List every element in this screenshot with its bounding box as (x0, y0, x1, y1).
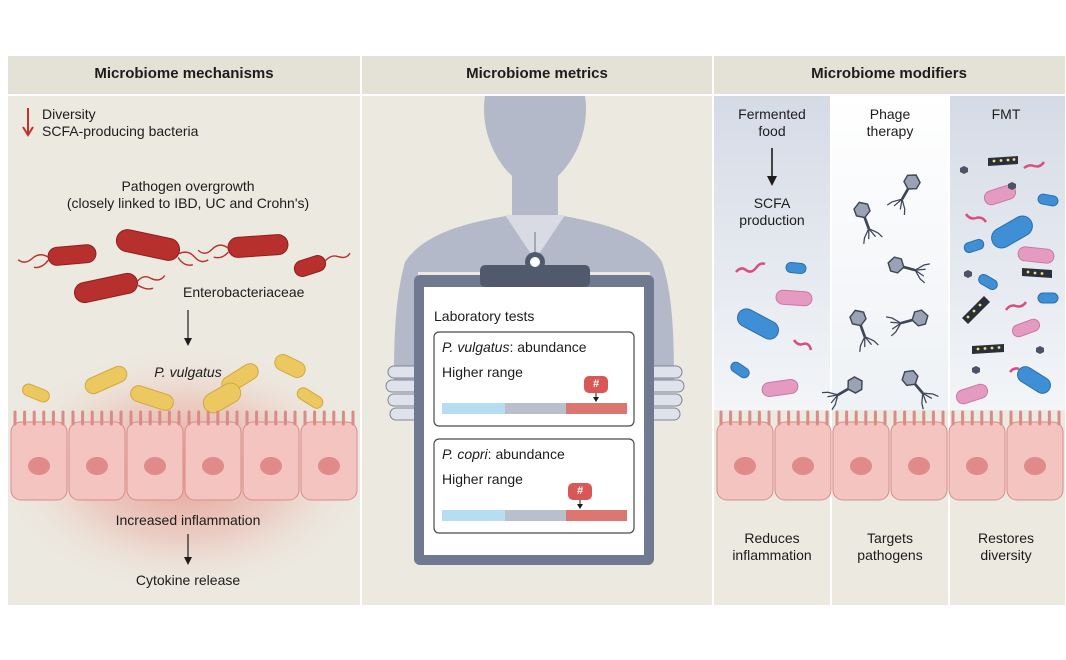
phage-therapy-label-2: therapy (866, 123, 914, 139)
pathogen-overgrowth-label: Pathogen overgrowth (121, 178, 255, 194)
enterobacteriaceae-label: Enterobacteriaceae (183, 284, 305, 300)
targets-pathogens-label-1: Targets (867, 530, 913, 546)
card1-marker: # (584, 376, 608, 393)
cell-nucleus (850, 457, 872, 475)
cell-nucleus (1024, 457, 1046, 475)
pathogen-link-label: (closely linked to IBD, UC and Crohn's) (66, 195, 310, 211)
fermented-food-label-1: Fermented (738, 106, 806, 122)
scfa-bacteria-label: SCFA-producing bacteria (42, 123, 199, 139)
cell-nucleus (28, 457, 50, 475)
card2-title: P. copri: abundance (442, 446, 565, 462)
cell-nucleus (792, 457, 814, 475)
restores-diversity-label-2: diversity (980, 547, 1032, 563)
scfa-production-label-1: SCFA (753, 195, 791, 211)
inflammation-label: Increased inflammation (115, 512, 261, 528)
fermented-food-label-2: food (758, 123, 786, 139)
cell-nucleus (908, 457, 930, 475)
panel-title-modifiers: Microbiome modifiers (811, 65, 967, 82)
reduces-inflammation-label-1: Reduces (744, 530, 800, 546)
card1-range-label: Higher range (442, 364, 523, 380)
targets-pathogens-label-2: pathogens (857, 547, 923, 563)
cell-nucleus (966, 457, 988, 475)
cell-nucleus (86, 457, 108, 475)
p-vulgatus-label: P. vulgatus (154, 364, 222, 380)
diversity-label: Diversity (42, 106, 96, 122)
panel-title-mechanisms: Microbiome mechanisms (94, 65, 274, 82)
cell-nucleus (734, 457, 756, 475)
cell-nucleus (144, 457, 166, 475)
cell-nucleus (318, 457, 340, 475)
cell-nucleus (202, 457, 224, 475)
card1-title: P. vulgatus: abundance (442, 339, 587, 355)
cytokine-label: Cytokine release (135, 572, 241, 588)
scfa-production-label-2: production (739, 212, 805, 228)
reduces-inflammation-label-2: inflammation (732, 547, 812, 563)
card2-marker: # (568, 483, 592, 500)
card2-range-label: Higher range (442, 471, 523, 487)
restores-diversity-label-1: Restores (977, 530, 1035, 546)
lab-tests-title: Laboratory tests (434, 308, 535, 324)
panel-title-metrics: Microbiome metrics (466, 65, 608, 82)
cell-nucleus (260, 457, 282, 475)
fmt-label: FMT (991, 106, 1021, 122)
phage-therapy-label-1: Phage (869, 106, 911, 122)
